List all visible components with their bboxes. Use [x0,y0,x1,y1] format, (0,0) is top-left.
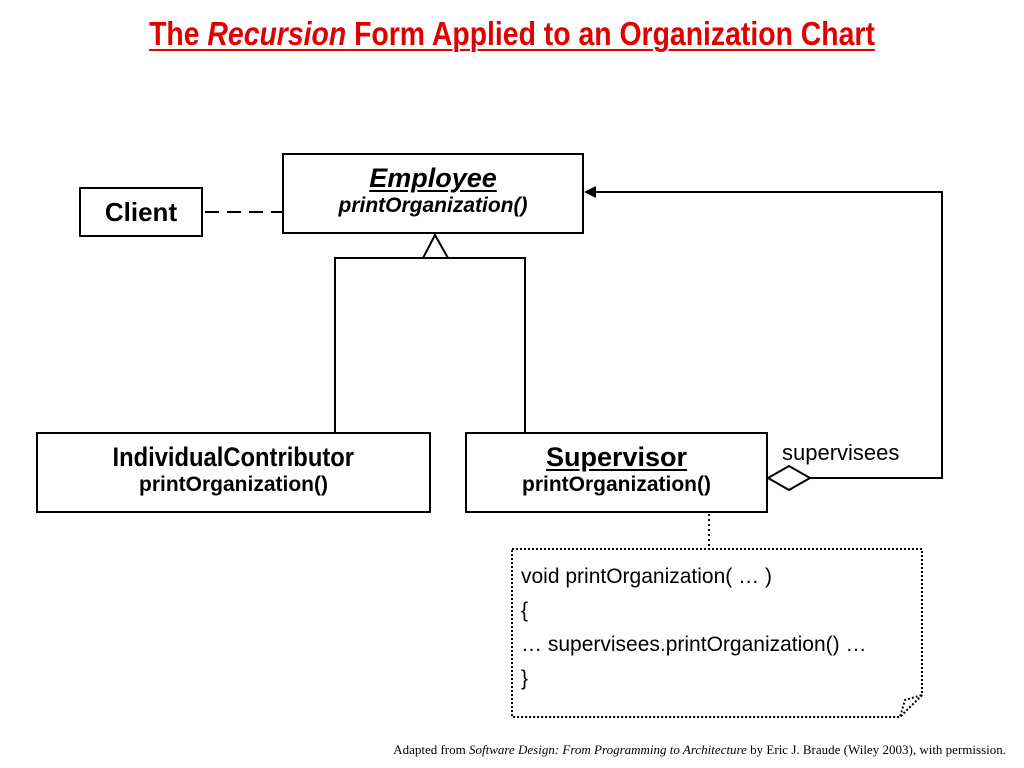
employee-class-name: Employee [369,163,497,193]
supervisor-class-name: Supervisor [545,442,688,472]
inheritance-line [334,257,526,432]
title-prefix: The [149,15,208,52]
individual-contributor-class: IndividualContributor printOrganization(… [36,432,431,513]
credit-suffix: by Eric J. Braude (Wiley 2003), with per… [746,742,1006,757]
supervisor-operation: printOrganization() [522,473,711,496]
note-line: { [521,599,529,622]
inheritance-triangle [421,232,450,259]
title-suffix: Form Applied to an Organization Chart [346,15,875,52]
association-role-label: supervisees [782,440,900,465]
employee-class: Employee printOrganization() [282,153,584,234]
aggregation-arrowhead [584,186,596,198]
aggregation-diamond [765,464,813,492]
individual-contributor-name-wrap: IndividualContributor [38,442,429,472]
title-emphasis: Recursion [207,15,347,52]
attribution: Adapted from Software Design: From Progr… [393,742,1006,758]
note-line: } [521,667,529,690]
note-fold [899,694,923,718]
supervisor-class: Supervisor printOrganization() [465,432,768,513]
client-class: Client [79,187,203,237]
individual-contributor-class-name: IndividualContributor [112,442,355,472]
credit-book: Software Design: From Programming to Arc… [469,742,747,757]
employee-operation: printOrganization() [338,194,528,217]
client-class-name: Client [104,197,178,227]
note-line: … supervisees.printOrganization() … [521,633,867,656]
note-code: void printOrganization( … ) { … supervis… [521,560,866,696]
individual-contributor-operation: printOrganization() [139,473,328,496]
credit-prefix: Adapted from [393,742,469,757]
slide-title: The Recursion Form Applied to an Organiz… [72,12,953,56]
aggregation-line [592,191,943,479]
note-outline [511,548,923,718]
note-line: void printOrganization( … ) [521,565,772,588]
